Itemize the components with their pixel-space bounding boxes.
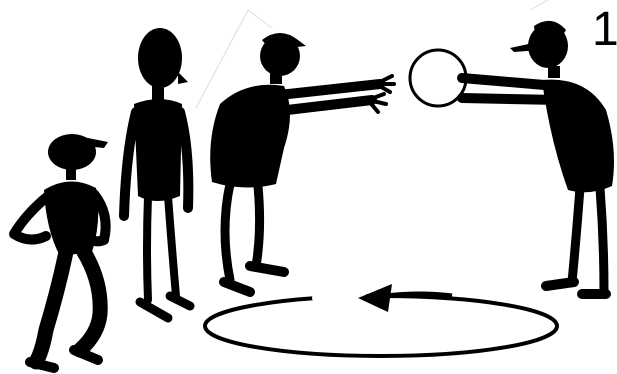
player-child-left [14,134,108,368]
player-standing-tall [124,28,190,318]
step-number: 1 [592,6,617,54]
ground-path [205,284,557,356]
player-receiving [210,33,394,292]
player-holding-ball [462,21,614,294]
